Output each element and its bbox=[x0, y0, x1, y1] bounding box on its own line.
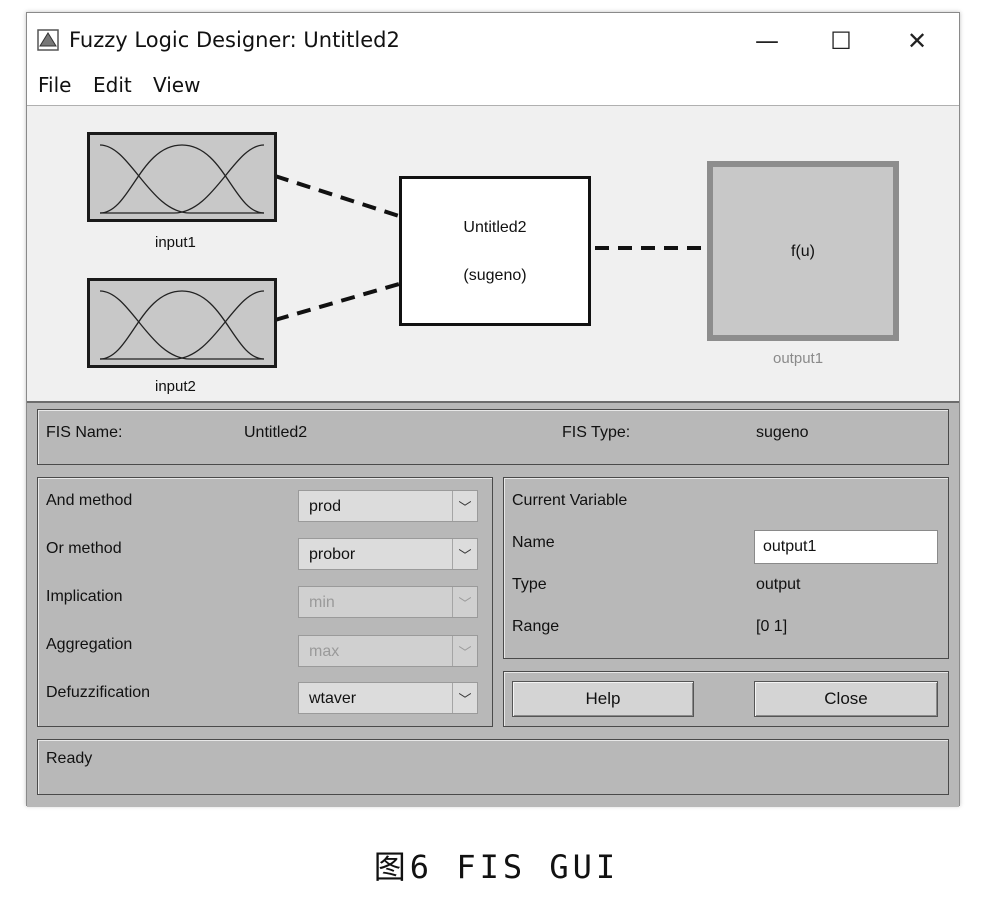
minimize-icon: — bbox=[755, 27, 779, 55]
menu-file[interactable]: File bbox=[38, 73, 72, 97]
membership-curves-icon bbox=[99, 290, 265, 360]
output-function: f(u) bbox=[791, 243, 815, 260]
aggregation-label: Aggregation bbox=[46, 636, 133, 653]
and-method-select[interactable]: prod ﹀ bbox=[298, 490, 478, 522]
chevron-down-icon: ﹀ bbox=[452, 539, 477, 569]
variable-name-value: output1 bbox=[763, 538, 817, 555]
menu-view[interactable]: View bbox=[153, 73, 201, 97]
defuzzification-select[interactable]: wtaver ﹀ bbox=[298, 682, 478, 714]
close-icon: ✕ bbox=[906, 27, 928, 55]
figure-caption: 图6 FIS GUI bbox=[373, 848, 620, 886]
status-bar: Ready bbox=[37, 739, 949, 795]
input1-membership-block[interactable] bbox=[87, 132, 277, 222]
fuzzy-logic-designer-window: Fuzzy Logic Designer: Untitled2 — ☐ ✕ Fi… bbox=[26, 12, 960, 807]
aggregation-select: max ﹀ bbox=[298, 635, 478, 667]
connection-lines bbox=[274, 174, 707, 322]
input2-membership-block[interactable] bbox=[87, 278, 277, 368]
current-variable-header: Current Variable bbox=[512, 492, 628, 509]
variable-range-label: Range bbox=[512, 618, 560, 635]
fis-name-label: FIS Name: bbox=[46, 424, 123, 441]
maximize-button[interactable]: ☐ bbox=[811, 21, 871, 61]
variable-range-value: [0 1] bbox=[756, 618, 788, 635]
and-method-label: And method bbox=[46, 492, 133, 509]
chevron-down-icon: ﹀ bbox=[452, 587, 477, 617]
menu-edit[interactable]: Edit bbox=[93, 73, 132, 97]
implication-label: Implication bbox=[46, 588, 123, 605]
fis-type-label: FIS Type: bbox=[562, 424, 631, 441]
output1-label: output1 bbox=[773, 350, 824, 367]
current-variable-group: Current Variable Name output1 Type outpu… bbox=[503, 477, 949, 659]
properties-panel: FIS Name: Untitled2 FIS Type: sugeno And… bbox=[27, 401, 959, 807]
membership-curves-icon bbox=[99, 144, 265, 214]
close-button[interactable]: Close bbox=[754, 681, 938, 717]
fis-type-value: sugeno bbox=[756, 424, 809, 441]
implication-value: min bbox=[309, 594, 335, 611]
or-method-value: probor bbox=[309, 546, 356, 563]
defuzzification-label: Defuzzification bbox=[46, 684, 151, 701]
menu-bar: File Edit View bbox=[27, 69, 959, 105]
fis-system-block[interactable]: Untitled2 (sugeno) bbox=[399, 176, 591, 326]
input2-label: input2 bbox=[155, 378, 196, 395]
fis-diagram: input1 input2 Untitled2 (sugeno) f(u) ou… bbox=[27, 105, 959, 402]
variable-type-value: output bbox=[756, 576, 801, 593]
maximize-icon: ☐ bbox=[830, 27, 852, 55]
title-bar: Fuzzy Logic Designer: Untitled2 — ☐ ✕ bbox=[27, 13, 959, 69]
matlab-app-icon bbox=[37, 29, 59, 51]
fis-name-value: Untitled2 bbox=[244, 424, 308, 441]
variable-name-input[interactable]: output1 bbox=[754, 530, 938, 564]
or-method-select[interactable]: probor ﹀ bbox=[298, 538, 478, 570]
output1-block[interactable]: f(u) bbox=[707, 161, 899, 341]
help-button[interactable]: Help bbox=[512, 681, 694, 717]
implication-select: min ﹀ bbox=[298, 586, 478, 618]
and-method-value: prod bbox=[309, 498, 342, 515]
status-text: Ready bbox=[46, 750, 93, 767]
or-method-label: Or method bbox=[46, 540, 122, 557]
chevron-down-icon: ﹀ bbox=[452, 636, 477, 666]
defuzzification-value: wtaver bbox=[309, 690, 357, 707]
fis-block-name: Untitled2 bbox=[463, 219, 527, 236]
chevron-down-icon: ﹀ bbox=[452, 683, 477, 713]
methods-group: And method prod ﹀ Or method probor ﹀ Imp… bbox=[37, 477, 493, 727]
window-title: Fuzzy Logic Designer: Untitled2 bbox=[69, 28, 400, 52]
fis-info-group: FIS Name: Untitled2 FIS Type: sugeno bbox=[37, 409, 949, 465]
chevron-down-icon: ﹀ bbox=[452, 491, 477, 521]
fis-block-type: (sugeno) bbox=[463, 267, 527, 284]
buttons-group: Help Close bbox=[503, 671, 949, 727]
minimize-button[interactable]: — bbox=[737, 21, 797, 61]
aggregation-value: max bbox=[309, 643, 340, 660]
variable-name-label: Name bbox=[512, 534, 555, 551]
input1-label: input1 bbox=[155, 234, 196, 251]
variable-type-label: Type bbox=[512, 576, 547, 593]
close-window-button[interactable]: ✕ bbox=[887, 21, 947, 61]
